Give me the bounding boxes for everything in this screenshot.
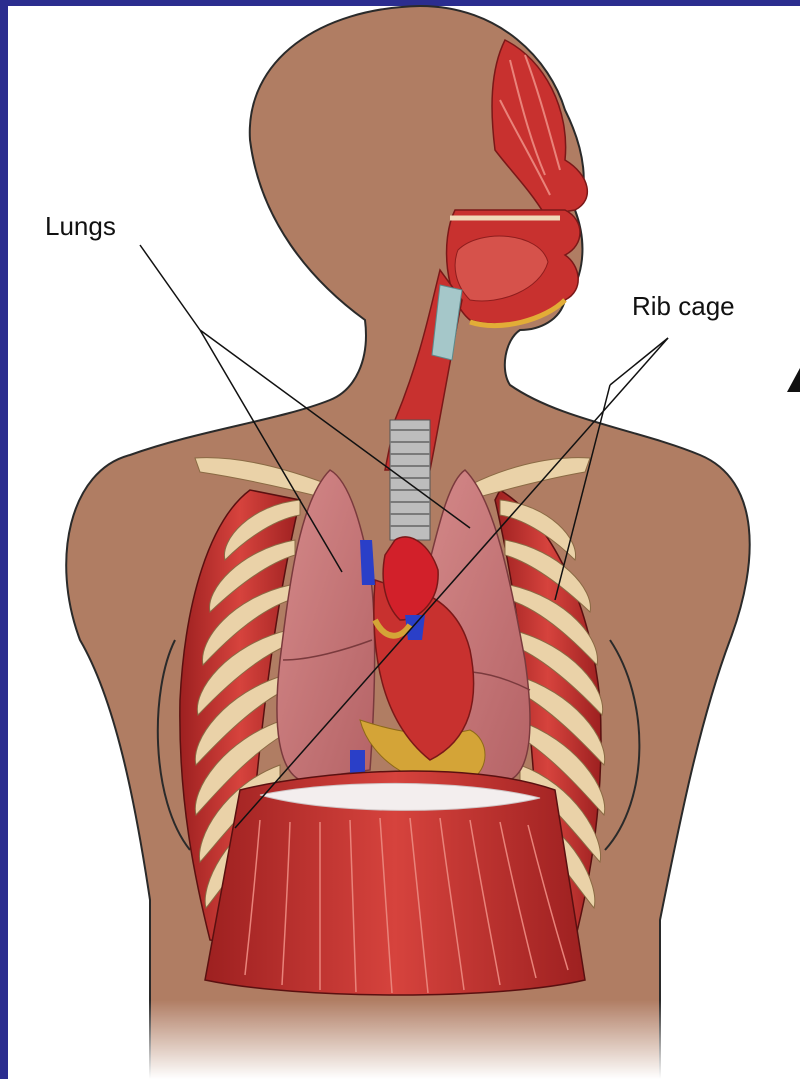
- lungs-label: Lungs: [45, 211, 116, 241]
- rib-cage-label: Rib cage: [632, 291, 735, 321]
- trachea: [390, 420, 430, 540]
- bottom-fade: [8, 1000, 800, 1079]
